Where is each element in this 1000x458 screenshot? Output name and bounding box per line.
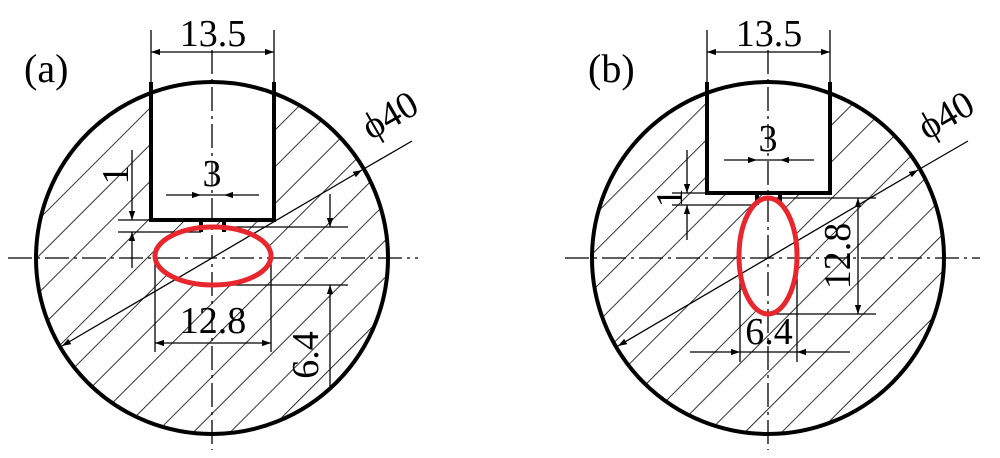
hatch-fill-a bbox=[36, 82, 388, 434]
slot-clearance-label-a: 1 bbox=[95, 166, 137, 185]
panel-b: 13.5 3 1 ϕ40 12.8 6.4 (b) bbox=[565, 13, 982, 450]
ellipse-major-label-b: 12.8 bbox=[817, 223, 859, 290]
ellipse-b bbox=[736, 195, 800, 317]
panel-label-a: (a) bbox=[24, 46, 68, 91]
slot-gap-label-b: 3 bbox=[759, 118, 778, 160]
slot-width-label-b: 13.5 bbox=[736, 13, 803, 55]
diameter-label-b: ϕ40 bbox=[910, 83, 981, 148]
panel-label-b: (b) bbox=[588, 46, 635, 91]
ellipse-major-label-a: 12.8 bbox=[180, 300, 247, 342]
panel-a: 13.5 3 1 ϕ40 12.8 6.4 (a) bbox=[8, 13, 426, 450]
ellipse-a bbox=[152, 224, 274, 288]
slot-width-label-a: 13.5 bbox=[180, 13, 247, 55]
diameter-label-a: ϕ40 bbox=[354, 83, 425, 148]
slot-gap-label-a: 3 bbox=[203, 153, 222, 195]
ellipse-minor-label-a: 6.4 bbox=[285, 331, 327, 379]
slot-clearance-label-b: 1 bbox=[649, 189, 691, 208]
ellipse-minor-label-b: 6.4 bbox=[745, 311, 793, 353]
